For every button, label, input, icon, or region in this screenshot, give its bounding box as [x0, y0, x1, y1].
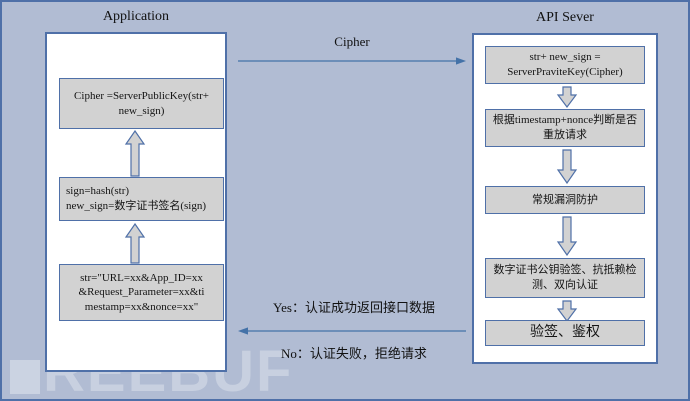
flow-label-no: No：认证失败，拒绝请求 [281, 346, 427, 361]
api-arrow-down-2-icon [556, 149, 578, 184]
watermark-block-icon [10, 360, 40, 394]
application-panel-title: Application [102, 9, 170, 24]
app-arrow-up-2-icon [124, 223, 146, 264]
flow-label-yes: Yes：认证成功返回接口数据 [273, 300, 435, 315]
app-step-cipher[interactable]: Cipher =ServerPublicKey(str+ new_sign) [59, 78, 224, 129]
response-arrow-icon [238, 324, 466, 336]
api-arrow-down-1-icon [556, 86, 578, 108]
app-step-sign[interactable]: sign=hash(str) new_sign=数字证书签名(sign) [59, 177, 224, 221]
app-step-str[interactable]: str="URL=xx&App_ID=xx &Request_Parameter… [59, 264, 224, 321]
api-step-decrypt[interactable]: str+ new_sign = ServerPraviteKey(Cipher) [485, 46, 645, 84]
app-arrow-up-1-icon [124, 130, 146, 177]
api-arrow-down-3-icon [556, 216, 578, 256]
api-step-vulnerability-protection[interactable]: 常规漏洞防护 [485, 186, 645, 214]
api-step-replay-check[interactable]: 根据timestamp+nonce判断是否重放请求 [485, 109, 645, 147]
api-step-certificate-verify[interactable]: 数字证书公钥验签、抗抵赖检测、双向认证 [485, 258, 645, 298]
api-arrow-down-4-icon [556, 300, 578, 322]
flow-label-request: Cipher [334, 34, 370, 49]
request-arrow-icon [238, 54, 466, 66]
api-server-panel-title: API Sever [536, 10, 594, 25]
app-step-sign-text: sign=hash(str) new_sign=数字证书签名(sign) [66, 185, 207, 212]
api-step-signature-authorization[interactable]: 验签、鉴权 [485, 320, 645, 346]
